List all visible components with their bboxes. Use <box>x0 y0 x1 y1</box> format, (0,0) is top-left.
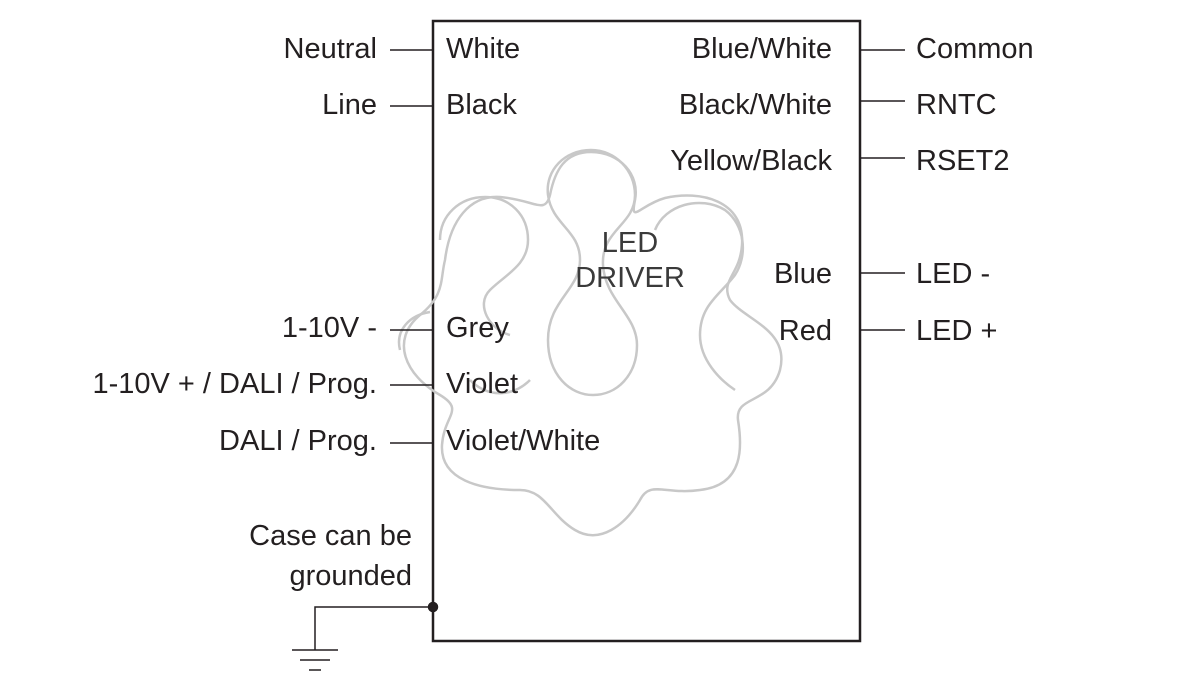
signal-right-4: LED - <box>916 258 991 290</box>
wavy-flower-watermark <box>397 148 783 537</box>
ground-note-line2: grounded <box>289 560 412 592</box>
signal-right-1: Common <box>916 33 1034 65</box>
wire-color-right-5: Red <box>778 315 832 347</box>
signal-left-5: DALI / Prog. <box>219 425 377 457</box>
signal-left-3: 1-10V - <box>281 312 377 344</box>
wire-color-left-3: Grey <box>446 312 509 344</box>
ground-note-line1: Case can be <box>249 520 412 552</box>
ground-note: Case can be grounded <box>249 516 412 596</box>
wire-color-right-4: Blue <box>773 258 832 290</box>
signal-right-3: RSET2 <box>916 145 1010 177</box>
wire-color-right-3: Yellow/Black <box>670 145 832 177</box>
signal-left-4: 1-10V + / DALI / Prog. <box>92 368 377 400</box>
signal-left-2: Line <box>322 89 377 121</box>
driver-box <box>431 19 862 643</box>
signal-left-1: Neutral <box>283 33 378 65</box>
wire-color-left-5: Violet/White <box>446 425 601 457</box>
wire-color-right-2: Black/White <box>678 89 832 121</box>
wire-color-left-4: Violet <box>446 368 519 400</box>
wire-color-left-1: White <box>446 33 521 65</box>
driver-title: LED DRIVER <box>560 226 700 296</box>
driver-title-line2: DRIVER <box>575 261 685 294</box>
wire-color-left-2: Black <box>446 89 517 121</box>
signal-right-5: LED + <box>916 315 998 347</box>
wire-color-right-1: Blue/White <box>691 33 832 65</box>
ground-icon <box>292 601 439 671</box>
signal-right-2: RNTC <box>916 89 997 121</box>
driver-title-line1: LED <box>601 227 659 259</box>
